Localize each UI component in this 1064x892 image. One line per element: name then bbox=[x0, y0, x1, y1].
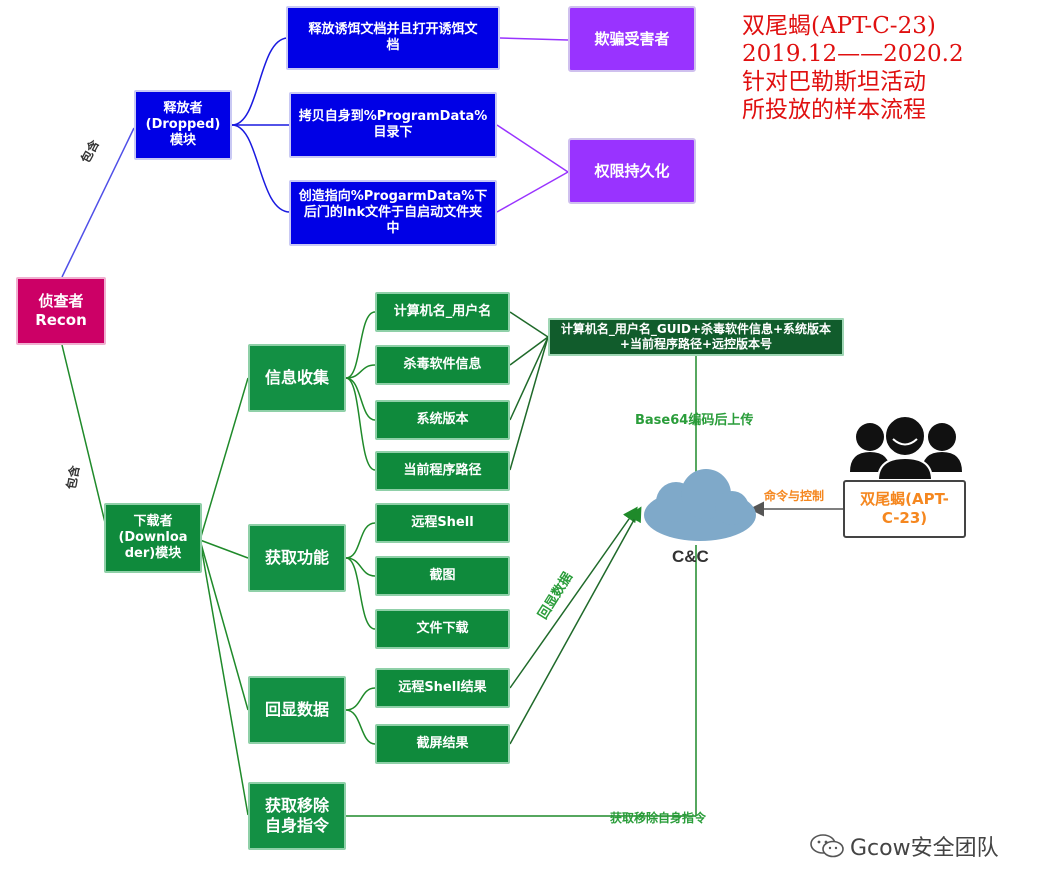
group-remove-self: 获取移除 自身指令 bbox=[248, 782, 346, 850]
edge-info-summary bbox=[509, 311, 549, 471]
label-contains-1: 包含 bbox=[77, 136, 102, 166]
actor-node: 双尾蝎(APT- C-23) bbox=[843, 480, 966, 538]
result-persistence: 权限持久化 bbox=[568, 138, 696, 204]
edge-recon-dropper bbox=[61, 127, 135, 278]
info-item-hostname: 计算机名_用户名 bbox=[375, 292, 510, 332]
dropper-node: 释放者 (Dropped) 模块 bbox=[134, 90, 232, 160]
label-remove: 获取移除自身指令 bbox=[609, 810, 707, 825]
info-item-os-version: 系统版本 bbox=[375, 400, 510, 440]
dropper-step-copy: 拷贝自身到%ProgramData% 目录下 bbox=[289, 92, 497, 158]
edge-dropper-steps bbox=[231, 37, 291, 213]
func-item-file-download: 文件下载 bbox=[375, 609, 510, 649]
label-upload: Base64编码后上传 bbox=[635, 412, 753, 428]
label-contains-2: 包含 bbox=[63, 463, 82, 491]
edge-steps-results bbox=[496, 37, 569, 213]
wechat-icon bbox=[810, 834, 844, 858]
result-deceive-victim: 欺骗受害者 bbox=[568, 6, 696, 72]
recon-node: 侦查者 Recon bbox=[16, 277, 106, 345]
echo-item-shell-result: 远程Shell结果 bbox=[375, 668, 510, 708]
group-info-collect: 信息收集 bbox=[248, 344, 346, 412]
cloud-icon bbox=[644, 469, 756, 541]
watermark: Gcow安全团队 bbox=[810, 830, 999, 862]
info-item-antivirus: 杀毒软件信息 bbox=[375, 345, 510, 385]
edge-downloader-groups bbox=[199, 377, 249, 816]
label-command: 命令与控制 bbox=[763, 488, 824, 503]
echo-item-screenshot-result: 截屏结果 bbox=[375, 724, 510, 764]
func-item-remote-shell: 远程Shell bbox=[375, 503, 510, 543]
downloader-node: 下载者 (Downloa der)模块 bbox=[104, 503, 202, 573]
func-item-screenshot: 截图 bbox=[375, 556, 510, 596]
edge-echo-screen-cc bbox=[509, 506, 642, 745]
edge-recon-downloader bbox=[61, 344, 109, 536]
edge-groups-items bbox=[345, 311, 376, 745]
dropper-step-lnk: 创造指向%ProgarmData%下 后门的lnk文件于自启动文件夹 中 bbox=[289, 180, 497, 246]
cc-label: C&C bbox=[672, 547, 709, 566]
info-item-program-path: 当前程序路径 bbox=[375, 451, 510, 491]
dropper-step-decoy: 释放诱饵文档并且打开诱饵文 档 bbox=[286, 6, 500, 70]
people-icon bbox=[850, 415, 962, 481]
info-summary-node: 计算机名_用户名_GUID+杀毒软件信息+系统版本 +当前程序路径+远控版本号 bbox=[548, 318, 844, 356]
edge-echo-shell-cc bbox=[509, 506, 638, 689]
watermark-text: Gcow安全团队 bbox=[850, 836, 999, 861]
diagram-title: 双尾蝎(APT-C-23) 2019.12——2020.2 针对巴勒斯坦活动 所… bbox=[742, 13, 964, 123]
group-echo-data: 回显数据 bbox=[248, 676, 346, 744]
label-echo: 回显数据 bbox=[535, 570, 576, 623]
group-get-function: 获取功能 bbox=[248, 524, 346, 592]
